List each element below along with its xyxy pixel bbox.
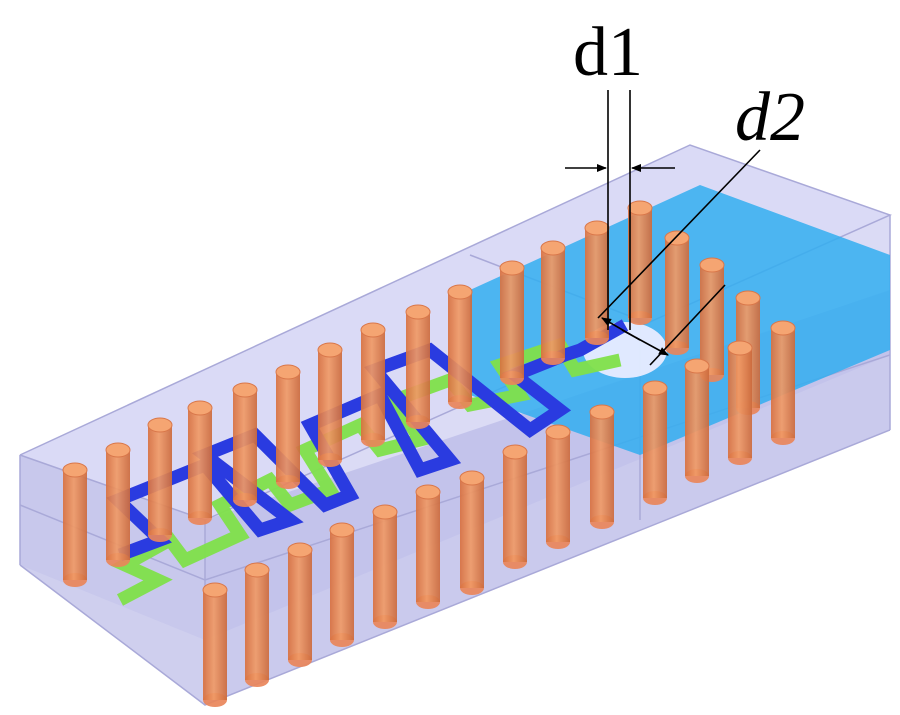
- dimension-d1: d1: [565, 14, 675, 330]
- top-meander-line: [106, 319, 629, 562]
- via-cylinder: [232, 382, 258, 507]
- via-cylinder: [447, 284, 473, 409]
- via-array: [62, 200, 796, 707]
- via-cylinder: [187, 400, 213, 525]
- via-cylinder: [642, 380, 668, 505]
- d1-label: d1: [573, 14, 643, 91]
- via-cylinder: [360, 322, 386, 447]
- via-cylinder: [105, 442, 131, 567]
- dimension-d2: d2: [597, 79, 805, 366]
- via-cylinder: [499, 260, 525, 385]
- via-cylinder: [540, 240, 566, 365]
- via-cylinder: [329, 522, 355, 647]
- via-cylinder: [727, 340, 753, 465]
- via-cylinder: [545, 424, 571, 549]
- via-cylinder: [244, 562, 270, 687]
- via-cylinder: [287, 542, 313, 667]
- via-cylinder: [147, 417, 173, 542]
- via-cylinder: [459, 470, 485, 595]
- via-cylinder: [62, 462, 88, 587]
- via-cylinder: [202, 582, 228, 707]
- via-cylinder: [589, 404, 615, 529]
- via-cylinder: [275, 364, 301, 489]
- via-cylinder: [372, 504, 398, 629]
- d2-arrow-b: [621, 329, 669, 356]
- d2-leader-upper: [597, 149, 761, 319]
- via-cylinder: [502, 444, 528, 569]
- via-cylinder: [684, 358, 710, 483]
- via-cylinder: [584, 220, 610, 345]
- d2-label: d2: [735, 79, 805, 156]
- via-cylinder: [317, 342, 343, 467]
- via-cylinder: [405, 304, 431, 429]
- via-cylinder: [415, 484, 441, 609]
- via-cylinder: [627, 200, 653, 325]
- via-cylinder: [770, 320, 796, 445]
